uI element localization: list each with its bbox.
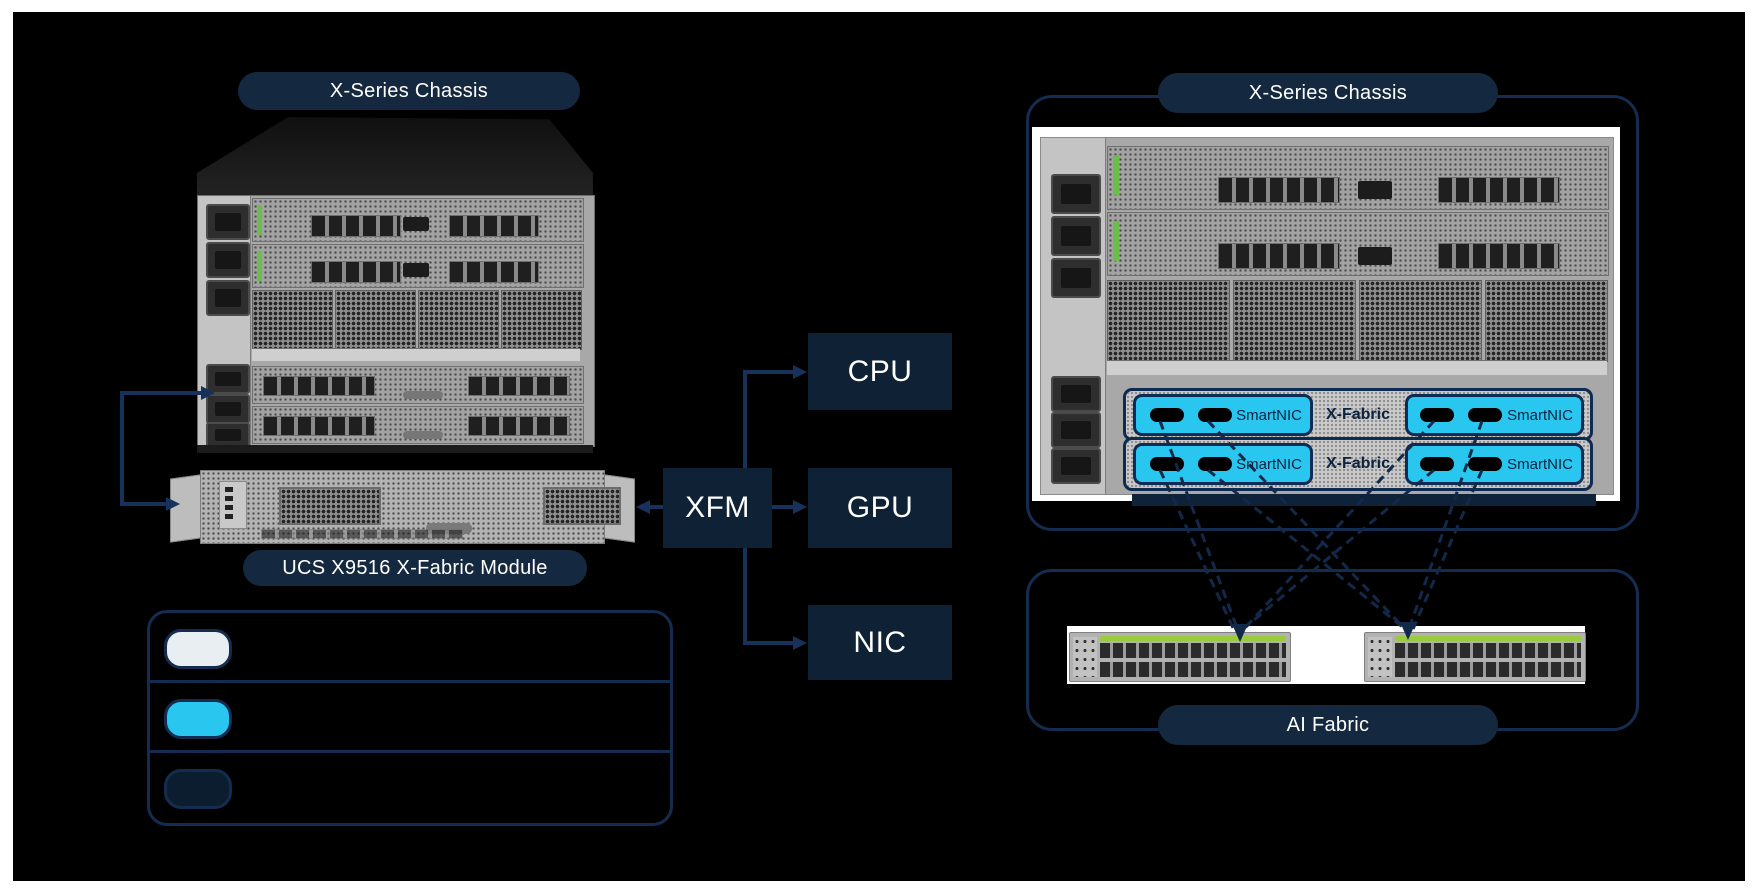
xfabric-overlay-row: SmartNIC X-Fabric SmartNIC — [1123, 437, 1593, 491]
smartnic-card: SmartNIC — [1133, 443, 1313, 485]
xfm-slot-row — [252, 406, 584, 444]
left-chassis-image — [197, 117, 595, 454]
fan-row — [252, 290, 582, 362]
nic-port — [1198, 457, 1232, 471]
cpu-box: CPU — [808, 333, 952, 410]
ifm-row — [1107, 146, 1609, 210]
nic-port — [1468, 408, 1502, 422]
smartnic-label: SmartNIC — [1236, 406, 1302, 424]
smartnic-label: SmartNIC — [1236, 455, 1302, 473]
nic-port — [1468, 457, 1502, 471]
label-left-chassis: X-Series Chassis — [238, 72, 580, 110]
xfabric-overlay-row: SmartNIC X-Fabric SmartNIC — [1123, 388, 1593, 441]
fan-row — [1107, 280, 1608, 376]
legend-box — [147, 610, 673, 826]
smartnic-card: SmartNIC — [1405, 443, 1584, 485]
legend-row — [150, 753, 670, 821]
nic-port — [1198, 408, 1232, 422]
legend-swatch-cyan — [164, 699, 232, 739]
legend-swatch-white — [164, 629, 232, 669]
xfm-box: XFM — [663, 468, 772, 548]
nic-port — [1420, 457, 1454, 471]
smartnic-label: SmartNIC — [1507, 455, 1573, 473]
smartnic-label: SmartNIC — [1507, 406, 1573, 424]
ai-switch-left-image — [1069, 632, 1291, 682]
label-right-chassis: X-Series Chassis — [1158, 73, 1498, 113]
nic-port — [1150, 457, 1184, 471]
legend-row — [150, 683, 670, 751]
chassis-front — [197, 195, 595, 448]
gpu-box: GPU — [808, 468, 952, 548]
smartnic-card: SmartNIC — [1405, 394, 1584, 436]
nic-box: NIC — [808, 605, 952, 680]
nic-port — [1150, 408, 1184, 422]
nic-port — [1420, 408, 1454, 422]
ifm-row — [252, 244, 584, 288]
smartnic-card: SmartNIC — [1133, 394, 1313, 436]
xfm-slot-row — [252, 366, 584, 404]
ifm-row — [252, 198, 584, 242]
label-ai-fabric: AI Fabric — [1158, 705, 1498, 745]
label-x9516-module: UCS X9516 X-Fabric Module — [243, 550, 587, 586]
legend-row — [150, 613, 670, 681]
xfabric-label: X-Fabric — [1325, 455, 1390, 472]
chassis-top-slab — [197, 117, 593, 197]
xfabric-label: X-Fabric — [1325, 405, 1390, 423]
legend-divider — [150, 750, 670, 753]
x9516-module-image — [170, 468, 635, 545]
ai-switch-right-image — [1364, 632, 1586, 682]
legend-divider — [150, 680, 670, 683]
ifm-row — [1107, 212, 1609, 276]
legend-swatch-navy — [164, 769, 232, 809]
